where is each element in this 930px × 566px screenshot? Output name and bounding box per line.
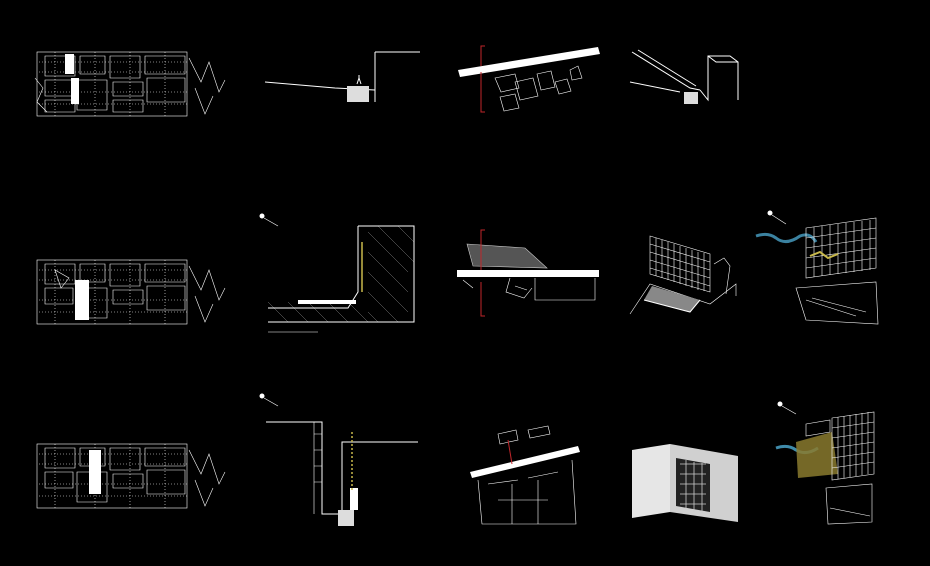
row1-section — [264, 50, 425, 110]
pool-element — [644, 286, 700, 312]
axonometric-drawing — [629, 49, 739, 104]
row2-plan-map — [35, 256, 230, 328]
row2-section — [258, 212, 418, 333]
building-block — [684, 92, 698, 104]
strip-element — [458, 47, 600, 77]
row3-axonometric-detail — [766, 398, 882, 528]
row1-axonometric — [629, 48, 745, 110]
sun-marker — [259, 393, 265, 399]
plan-detail-drawing — [458, 45, 600, 113]
building-block — [338, 510, 354, 526]
row2-axonometric-detail — [755, 208, 882, 328]
human-figure — [356, 75, 362, 85]
red-bracket — [480, 229, 485, 317]
city-plan-map — [34, 51, 226, 117]
planting-panel — [796, 432, 838, 478]
highlight-block — [65, 54, 74, 74]
highlight-block — [71, 78, 79, 104]
row3-section — [258, 392, 423, 532]
red-bracket — [480, 45, 485, 113]
wind-flow — [755, 232, 818, 243]
sun-marker — [259, 213, 265, 219]
building-block — [350, 488, 358, 510]
red-marker — [507, 439, 513, 465]
site-section-drawing — [259, 213, 415, 333]
row3-axonometric — [630, 442, 742, 526]
city-plan-map — [36, 443, 226, 509]
axonometric-detail-drawing — [775, 401, 875, 525]
city-plan-map — [36, 259, 226, 325]
strip-element — [470, 446, 580, 478]
row1-plan-map — [34, 48, 230, 120]
row3-plan-map — [35, 440, 230, 512]
axonometric-drawing — [632, 444, 738, 522]
site-section-drawing — [264, 51, 420, 102]
plan-detail-drawing — [457, 229, 599, 317]
canopy-shape — [466, 243, 548, 269]
plan-detail-drawing — [470, 425, 580, 525]
pool-element — [298, 300, 356, 304]
building-mass — [632, 444, 670, 518]
row2-plan-detail — [455, 226, 605, 326]
wall-planting — [809, 250, 839, 260]
site-section-drawing — [259, 393, 418, 526]
strip-element — [457, 270, 599, 277]
axonometric-detail-drawing — [755, 210, 879, 325]
sun-marker — [777, 401, 783, 407]
sun-marker — [767, 210, 773, 216]
facade-opening — [676, 458, 710, 512]
row1-plan-detail — [455, 42, 605, 122]
row3-plan-detail — [468, 420, 588, 530]
axonometric-drawing — [629, 235, 737, 315]
row2-axonometric — [629, 234, 742, 320]
building-block — [347, 86, 369, 102]
